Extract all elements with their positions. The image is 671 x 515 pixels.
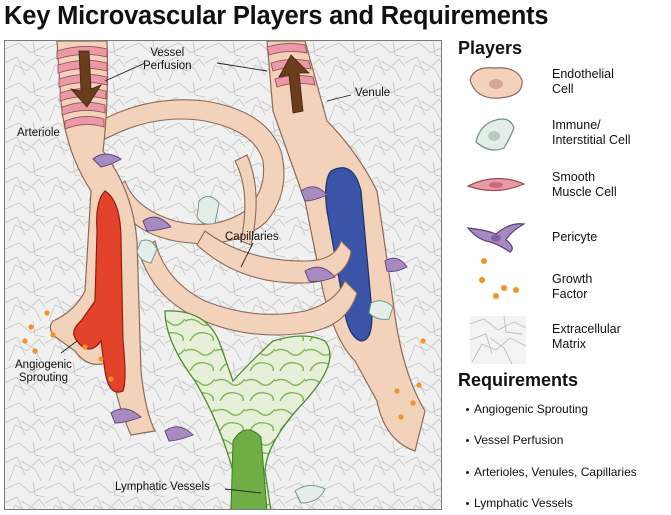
growth-factor-dots (22, 310, 426, 420)
bullet-icon (466, 502, 469, 506)
legend-pericyte: Pericyte (552, 230, 598, 244)
requirement-label: Angiogenic Sprouting (474, 402, 589, 416)
lymphatic-vessel (164, 310, 331, 509)
growth-factor-icon (479, 258, 519, 299)
requirement-item: Angiogenic Sprouting (466, 402, 588, 416)
bullet-icon (466, 471, 469, 475)
capillary-connector (234, 154, 257, 246)
players-heading: Players (458, 38, 523, 58)
requirement-label: Vessel Perfusion (474, 433, 564, 447)
pericytes (92, 153, 408, 442)
bullet-icon (466, 439, 469, 443)
requirement-item: Vessel Perfusion (466, 433, 563, 447)
requirements-heading: Requirements (458, 370, 579, 390)
label-arteriole: Arteriole (17, 127, 60, 139)
pericyte-icon (466, 223, 526, 253)
extracellular-matrix-icon (470, 316, 526, 364)
immune-cell-icon (475, 118, 515, 151)
legend-immune-cell: Immune/Interstitial Cell (552, 118, 631, 147)
diagram-artwork (5, 41, 441, 509)
arteriole-flow-arrow (69, 50, 103, 108)
leader-lines (60, 62, 352, 494)
requirement-item: Arterioles, Venules, Capillaries (466, 465, 637, 479)
requirement-label: Arterioles, Venules, Capillaries (474, 465, 637, 479)
label-venule: Venule (355, 87, 391, 99)
venule-flow-arrow (278, 54, 310, 114)
page-title: Key Microvascular Players and Requiremen… (4, 2, 549, 30)
lymph-fluid (230, 429, 268, 509)
label-capillaries: Capillaries (225, 231, 279, 243)
requirement-label: Lymphatic Vessels (474, 496, 573, 510)
endothelial-cell-icon (469, 67, 523, 99)
arterial-blood (73, 190, 126, 393)
bullet-icon (466, 408, 469, 412)
smooth-muscle-cell-icon (466, 177, 526, 192)
immune-cells (136, 196, 394, 504)
requirement-item: Lymphatic Vessels (466, 496, 573, 510)
label-lymphatic-vessels: Lymphatic Vessels (115, 481, 210, 493)
